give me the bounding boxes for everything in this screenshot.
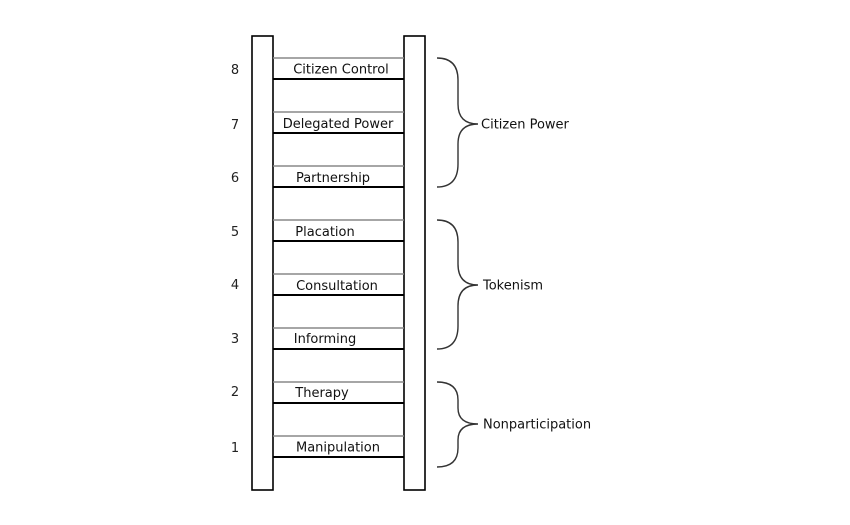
group-nonparticipation: Nonparticipation xyxy=(436,381,591,468)
rung-label: Informing xyxy=(294,332,357,347)
ladder-right-rail xyxy=(403,35,426,491)
group-label: Tokenism xyxy=(482,279,543,294)
rung-number: 2 xyxy=(231,385,239,400)
rung-label: Placation xyxy=(295,225,354,240)
rung-number: 3 xyxy=(231,332,239,347)
brace-icon xyxy=(436,219,479,350)
rung-1: Manipulation 1 xyxy=(231,435,404,458)
rung-6: Partnership 6 xyxy=(231,165,404,188)
rung-number: 8 xyxy=(231,63,239,78)
rung-number: 7 xyxy=(231,118,239,133)
rung-number: 4 xyxy=(231,278,239,293)
group-citizen-power: Citizen Power xyxy=(436,57,570,188)
rung-label: Consultation xyxy=(296,279,378,294)
group-label: Nonparticipation xyxy=(483,418,591,433)
group-tokenism: Tokenism xyxy=(436,219,543,350)
brace-icon xyxy=(436,381,479,468)
rung-7: Delegated Power 7 xyxy=(231,111,404,134)
rung-8: Citizen Control 8 xyxy=(231,57,404,80)
rung-label: Citizen Control xyxy=(293,63,389,78)
brace-icon xyxy=(436,57,479,188)
rung-2: Therapy 2 xyxy=(231,381,404,404)
rung-number: 1 xyxy=(231,441,239,456)
rung-number: 5 xyxy=(231,225,239,240)
rung-3: Informing 3 xyxy=(231,327,404,350)
rung-label: Manipulation xyxy=(296,441,380,456)
rung-label: Therapy xyxy=(294,386,349,401)
rung-5: Placation 5 xyxy=(231,219,404,242)
rung-number: 6 xyxy=(231,171,239,186)
rung-4: Consultation 4 xyxy=(231,273,404,296)
rung-label: Delegated Power xyxy=(283,117,394,132)
ladder-left-rail xyxy=(251,35,274,491)
group-label: Citizen Power xyxy=(481,118,570,133)
rung-label: Partnership xyxy=(296,171,370,186)
